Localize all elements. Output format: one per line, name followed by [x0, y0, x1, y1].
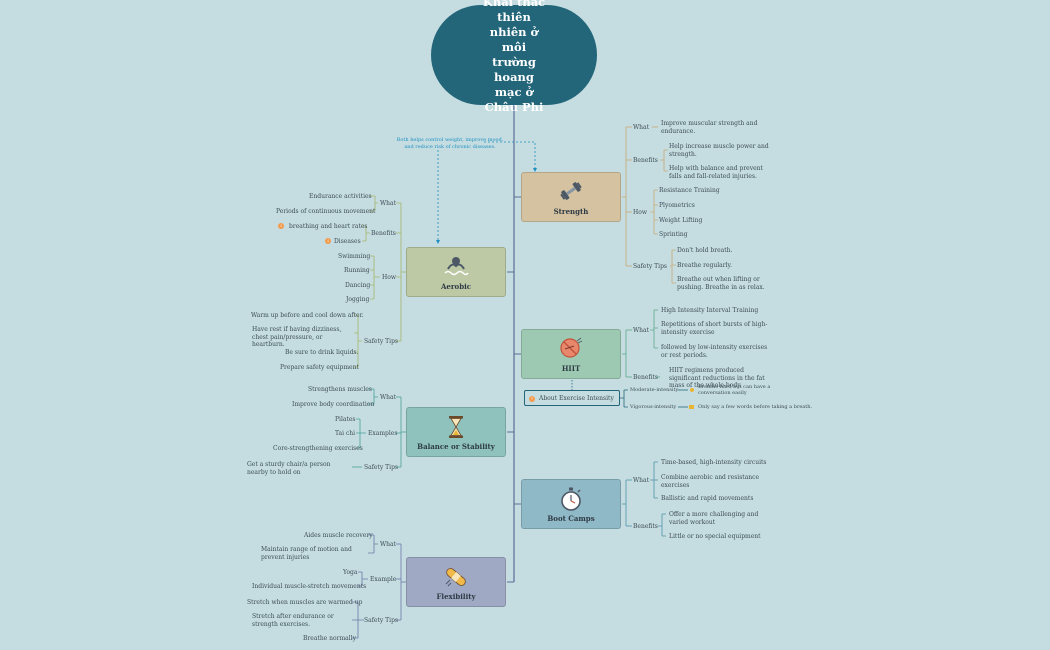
hiit-what-item: followed by low-intensity exercises or r…	[661, 344, 768, 359]
balance-label: Balance or Stability	[417, 442, 495, 451]
strength-node[interactable]: Strength	[521, 172, 621, 222]
strength-how-item: Weight Lifting	[659, 217, 703, 224]
strength-benefits-label: Benefits	[633, 157, 658, 164]
strength-tips-label: Safety Tips	[633, 263, 668, 270]
dumbbell-icon	[559, 180, 583, 206]
exercise-intensity-label: About Exercise Intensity	[539, 395, 614, 402]
aerobic-tip-item: Prepare safety equipment	[280, 364, 359, 371]
balance-tips-label: Safety Tips	[364, 464, 399, 471]
aerobic-how-item: Running	[344, 267, 370, 274]
aerobic-tip-item: Have rest if having dizziness, chest pai…	[252, 326, 342, 348]
aerobic-how-item: Jogging	[346, 296, 370, 303]
aerobic-tip-item: Be sure to drink liquids.	[285, 349, 359, 356]
flexibility-what-item: Aides muscle recovery	[304, 532, 373, 539]
balance-node[interactable]: Balance or Stability	[406, 407, 506, 457]
aerobic-what-item: Periods of continuous movement	[276, 208, 376, 215]
bootcamps-benefits-label: Benefits	[633, 523, 658, 530]
strength-tip-item: Breathe out when lifting or pushing. Bre…	[677, 276, 765, 291]
aerobic-how-label: How	[382, 274, 396, 281]
bootcamps-what-item: Ballistic and rapid movements	[661, 495, 754, 502]
bootcamps-benefit-item: Offer a more challenging and varied work…	[669, 511, 759, 526]
aerobic-what-item: Endurance activities	[309, 193, 372, 200]
flexibility-example-item: Yoga	[343, 569, 358, 576]
flexibility-tip-item: Stretch when muscles are warmed up	[247, 599, 363, 606]
aerobic-tip-item: Warm up before and cool down after.	[251, 312, 364, 319]
balance-tip-item: Get a sturdy chair/a person nearby to ho…	[247, 461, 331, 476]
aerobic-how-item: Dancing	[345, 282, 371, 289]
bootcamps-benefit-item: Little or no special equipment	[669, 533, 761, 540]
flexibility-example-label: Example	[370, 576, 397, 583]
aerobic-how-item: Swimming	[338, 253, 371, 260]
strength-benefit-item: Help increase muscle power and strength.	[669, 143, 769, 158]
flexibility-label: Flexibility	[436, 592, 476, 601]
hiit-label: HIIT	[561, 364, 581, 373]
aerobic-what-label: What	[380, 200, 397, 207]
balance-what-item: Strengthens muscles	[308, 386, 372, 393]
hiit-what-item: High Intensity Interval Training	[661, 307, 759, 314]
hourglass-icon	[446, 415, 466, 443]
aerobic-benefit-badge: ↓	[278, 223, 284, 229]
moderate-dot-icon	[690, 388, 694, 392]
aerobic-benefits-label: Benefits	[371, 230, 396, 237]
balance-what-label: What	[380, 394, 397, 401]
flexibility-tip-item: Breathe normally	[303, 635, 356, 642]
no-fast-food-icon	[558, 337, 584, 363]
vigorous-bar-icon	[689, 405, 694, 409]
aerobic-benefit-badge: ↓	[325, 238, 331, 244]
aerobic-node[interactable]: Aerobic	[406, 247, 506, 297]
strength-tip-item: Breathe regularly.	[677, 262, 733, 269]
strength-what-item: Improve muscular strength and endurance.	[661, 120, 758, 135]
flexibility-example-item: Individual muscle-stretch movements	[252, 583, 367, 590]
bootcamps-what-item: Time-based, high-intensity circuits	[661, 459, 767, 466]
hiit-benefits-label: Benefits	[633, 374, 658, 381]
exercise-intensity-box[interactable]: ? About Exercise Intensity	[524, 390, 620, 406]
aerobic-tips-label: Safety Tips	[364, 338, 399, 345]
intensity-level: Moderate-intensity	[630, 387, 679, 393]
strength-benefit-item: Help with balance and prevent falls and …	[669, 165, 763, 180]
callout-note: Both helps control weight, improve mood,…	[396, 137, 504, 150]
strength-what-label: What	[633, 124, 650, 131]
bootcamps-node[interactable]: Boot Camps	[521, 479, 621, 529]
flexibility-what-item: Maintain range of motion and prevent inj…	[261, 546, 352, 561]
swimmer-icon	[442, 255, 470, 281]
hiit-what-item: Repetitions of short bursts of high-inte…	[661, 321, 768, 336]
hiit-node[interactable]: HIIT	[521, 329, 621, 379]
strength-tip-item: Don't hold breath.	[677, 247, 733, 254]
intensity-level: Vigorous-intensity	[630, 404, 677, 410]
flexibility-what-label: What	[380, 541, 397, 548]
flexibility-node[interactable]: Flexibility	[406, 557, 506, 607]
balance-example-item: Tai chi	[335, 430, 356, 437]
bootcamps-what-item: Combine aerobic and resistance exercises	[661, 474, 760, 489]
strength-how-item: Resistance Training	[659, 187, 720, 194]
root-topic[interactable]: Khai thác thiên nhiên ở môi trường hoang…	[431, 0, 597, 114]
balance-what-item: Improve body coordination	[292, 401, 375, 408]
flexibility-tip-item: Stretch after endurance or strength exer…	[252, 613, 334, 628]
strength-label: Strength	[553, 207, 589, 216]
intensity-desc: Breathe hard but can have a conversation…	[698, 384, 771, 396]
flexibility-tips-label: Safety Tips	[364, 617, 399, 624]
stopwatch-icon	[560, 487, 582, 515]
hiit-benefit-item: HIIT regimens produced significant reduc…	[669, 367, 765, 389]
root-title: Khai thác thiên nhiên ở môi trường hoang…	[482, 0, 546, 114]
aerobic-benefit-item: Diseases	[334, 238, 361, 245]
strength-how-label: How	[633, 209, 647, 216]
strength-how-item: Sprinting	[659, 231, 688, 238]
hiit-what-label: What	[633, 327, 650, 334]
intensity-desc: Only say a few words before taking a bre…	[698, 404, 813, 410]
balance-example-item: Pilates	[335, 416, 356, 423]
info-icon: ?	[529, 395, 535, 402]
strength-how-item: Plyometrics	[659, 202, 695, 209]
balance-example-item: Core-strengthening exercises	[273, 445, 363, 452]
bootcamps-label: Boot Camps	[547, 514, 595, 523]
balance-examples-label: Examples	[368, 430, 398, 437]
bandage-icon	[443, 565, 469, 593]
aerobic-benefit-item: breathing and heart rates	[289, 223, 368, 230]
aerobic-label: Aerobic	[440, 282, 472, 291]
bootcamps-what-label: What	[633, 477, 650, 484]
